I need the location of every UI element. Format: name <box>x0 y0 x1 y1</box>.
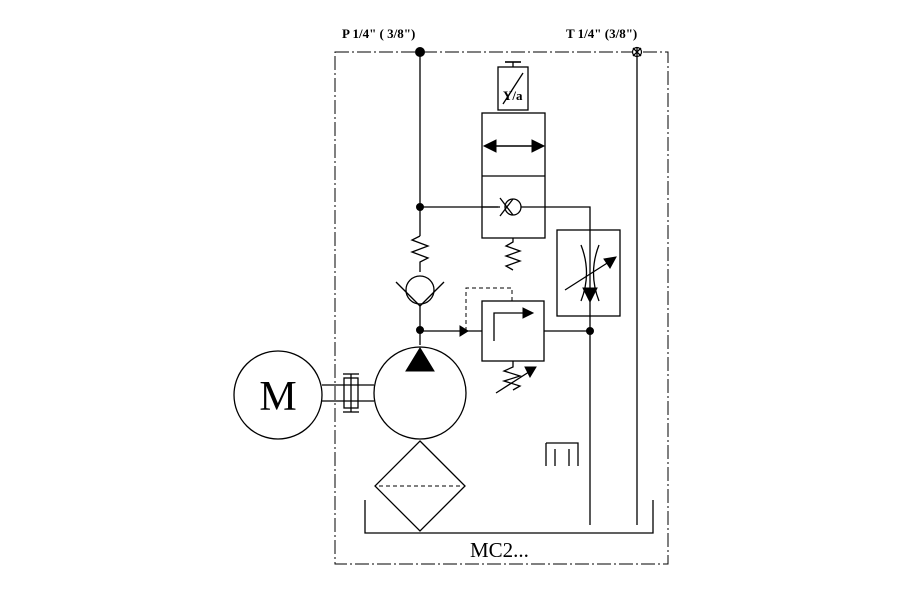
pilot-line <box>465 287 513 331</box>
suction-filter <box>374 440 466 532</box>
tank-port-dot <box>631 46 643 58</box>
power-unit-enclosure <box>334 51 669 565</box>
model-label: MC2... <box>470 538 529 562</box>
electric-motor: M <box>233 350 323 440</box>
pressure-port-dot <box>415 47 425 57</box>
line-valve-to-throttle <box>545 206 591 230</box>
pressure-relief-valve <box>420 287 590 394</box>
solenoid-label: Y/a <box>503 88 523 103</box>
reservoir <box>364 500 654 534</box>
solenoid-valve: Y/a <box>481 61 546 271</box>
valve-spring <box>504 238 522 271</box>
flow-control-valve <box>556 229 621 317</box>
check-valve-spring <box>410 235 430 272</box>
shaft-coupling <box>322 373 374 413</box>
tank-symbol <box>545 442 579 466</box>
tank-port-label: T 1/4" (3/8") <box>566 26 637 41</box>
check-valve <box>395 275 445 307</box>
pressure-port-label: P 1/4" ( 3/8") <box>342 26 415 41</box>
hydraulic-pump <box>373 346 467 440</box>
motor-label: M <box>259 374 296 420</box>
junction-pump <box>416 326 424 334</box>
